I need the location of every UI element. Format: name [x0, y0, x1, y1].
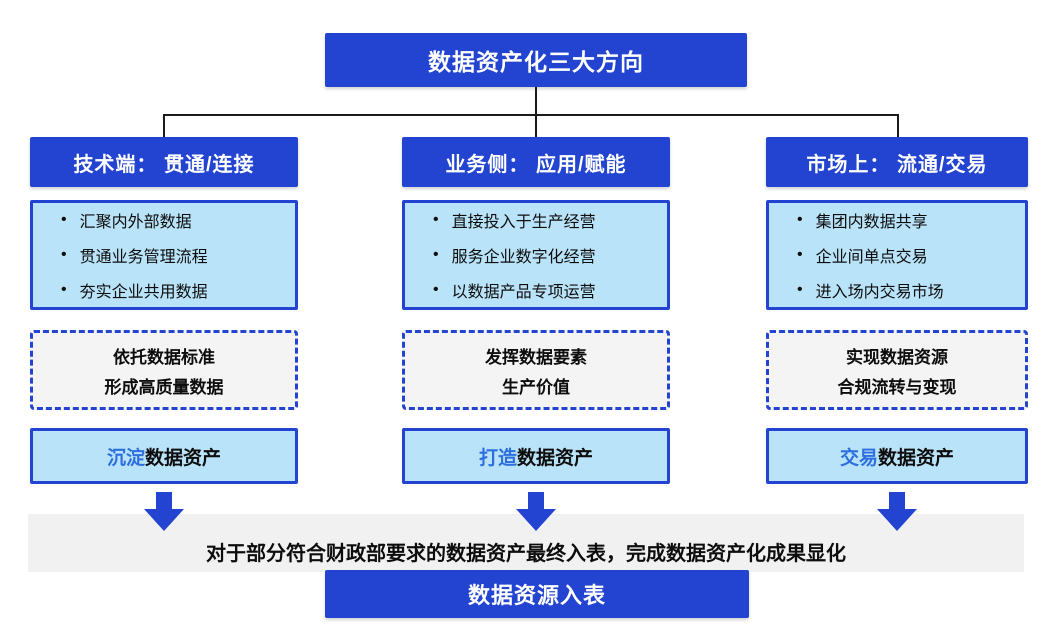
down-arrow-icon	[144, 492, 184, 531]
bullet-list-box-market: 集团内数据共享 企业间单点交易 进入场内交易市场	[766, 200, 1028, 310]
bullet-item: 服务企业数字化经营	[433, 243, 659, 267]
bullet-item: 夯实企业共用数据	[61, 278, 287, 302]
bullet-list-box-technology: 汇聚内外部数据 贯通业务管理流程 夯实企业共用数据	[30, 200, 298, 310]
asset-rest: 数据资产	[145, 447, 222, 469]
dashed-note-line: 依托数据标准	[113, 347, 215, 367]
asset-box-market: 交易 数据资产	[766, 428, 1028, 484]
dashed-note-line: 生产价值	[502, 377, 570, 397]
dashed-note-box-technology: 依托数据标准 形成高质量数据	[30, 330, 298, 410]
arrow-head	[877, 509, 917, 531]
bullet-item: 集团内数据共享	[797, 208, 1017, 232]
bullet-item: 汇聚内外部数据	[61, 208, 287, 232]
column-header-market: 市场上： 流通/交易	[766, 137, 1028, 187]
down-arrow-icon	[877, 492, 917, 531]
column-technology: 技术端： 贯通/连接 汇聚内外部数据 贯通业务管理流程 夯实企业共用数据 依托数…	[30, 137, 298, 531]
bullet-item: 企业间单点交易	[797, 243, 1017, 267]
asset-highlight: 打造	[478, 447, 517, 469]
asset-highlight: 沉淀	[106, 447, 145, 469]
asset-rest: 数据资产	[878, 447, 955, 469]
connector-stub-right	[897, 114, 899, 137]
asset-box-business: 打造 数据资产	[402, 428, 670, 484]
asset-rest: 数据资产	[517, 447, 594, 469]
connector-stub-center	[535, 114, 537, 137]
column-header-label: 技术端： 贯通/连接	[73, 153, 255, 176]
asset-box-technology: 沉淀 数据资产	[30, 428, 298, 484]
title-box: 数据资产化三大方向	[325, 33, 747, 87]
dashed-note-line: 发挥数据要素	[485, 347, 587, 367]
dashed-note-line: 形成高质量数据	[104, 377, 224, 397]
arrow-stem	[528, 492, 544, 509]
arrow-head	[144, 509, 184, 531]
bullet-item: 贯通业务管理流程	[61, 243, 287, 267]
diagram-title: 数据资产化三大方向	[428, 49, 644, 75]
dashed-note-line: 合规流转与变现	[837, 377, 957, 397]
connector-vertical-line	[535, 87, 537, 115]
bullet-item: 直接投入于生产经营	[433, 208, 659, 232]
dashed-note-line: 实现数据资源	[846, 347, 948, 367]
dashed-note-box-market: 实现数据资源 合规流转与变现	[766, 330, 1028, 410]
dashed-note-box-business: 发挥数据要素 生产价值	[402, 330, 670, 410]
column-header-label: 业务侧： 应用/赋能	[445, 153, 627, 176]
footer-note: 对于部分符合财政部要求的数据资产最终入表，完成数据资产化成果显化	[206, 542, 846, 565]
connector-horizontal-line	[163, 114, 899, 116]
down-arrow-icon	[516, 492, 556, 531]
arrow-stem	[889, 492, 905, 509]
connector-stub-left	[163, 114, 165, 137]
bullet-item: 以数据产品专项运营	[433, 278, 659, 302]
footer-title: 数据资源入表	[467, 583, 606, 608]
arrow-stem	[156, 492, 172, 509]
column-business: 业务侧： 应用/赋能 直接投入于生产经营 服务企业数字化经营 以数据产品专项运营…	[402, 137, 670, 531]
footer-title-box: 数据资源入表	[325, 570, 749, 618]
column-header-technology: 技术端： 贯通/连接	[30, 137, 298, 187]
column-header-label: 市场上： 流通/交易	[806, 153, 988, 176]
bullet-list-box-business: 直接投入于生产经营 服务企业数字化经营 以数据产品专项运营	[402, 200, 670, 310]
asset-highlight: 交易	[839, 447, 878, 469]
bullet-item: 进入场内交易市场	[797, 278, 1017, 302]
column-market: 市场上： 流通/交易 集团内数据共享 企业间单点交易 进入场内交易市场 实现数据…	[766, 137, 1028, 531]
column-header-business: 业务侧： 应用/赋能	[402, 137, 670, 187]
arrow-head	[516, 509, 556, 531]
